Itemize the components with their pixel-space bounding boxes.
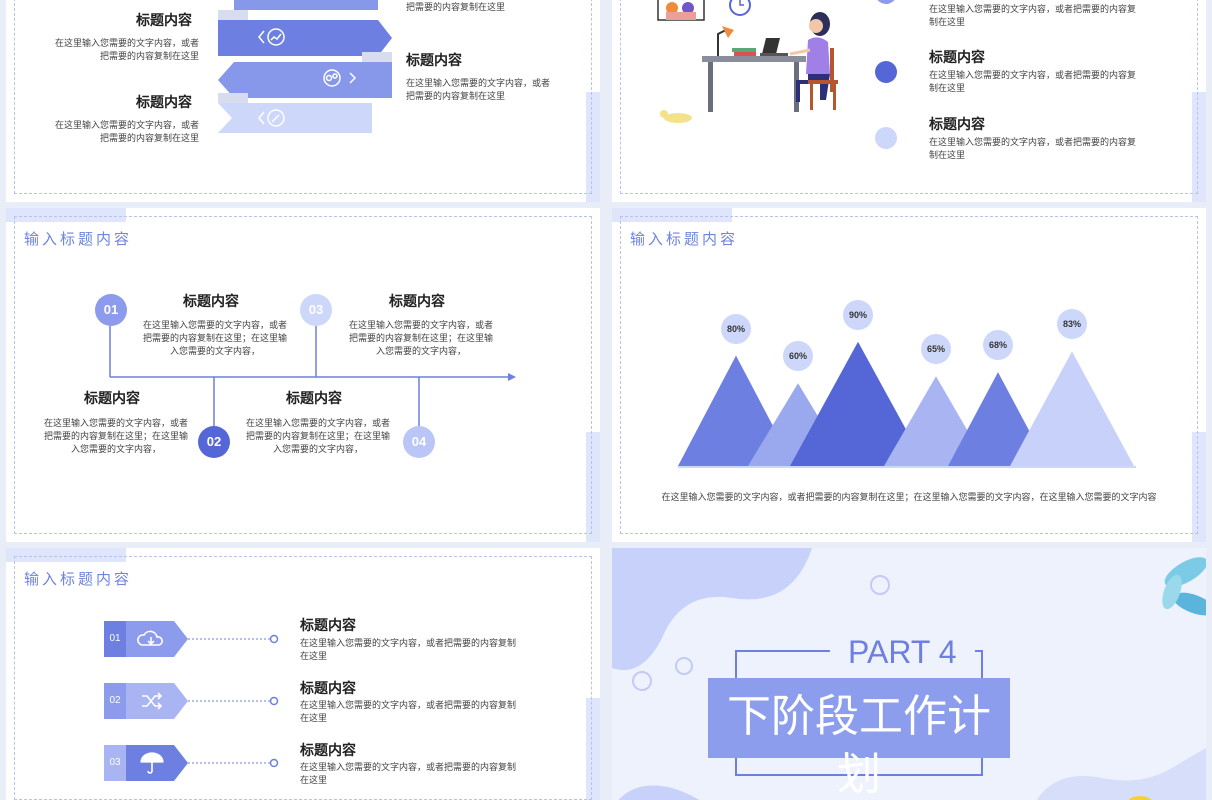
- timeline-node-1: 01: [95, 294, 127, 326]
- pencil-icon: [258, 109, 285, 127]
- slide-timeline: 输入标题内容 01 02 03 04 标题内容 在这里输入您需要的文字内容，或者…: [6, 208, 600, 542]
- arrow-step-3: [218, 103, 372, 133]
- timeline-text-4: 在这里输入您需要的文字内容，或者把需要的内容复制在这里；在这里输入您需要的文字内…: [245, 418, 390, 454]
- slide-arrow-steps: 标题内容 在这里输入您需要的文字内容，或者把需要的内容复制在这里 标题内容 在这…: [6, 0, 600, 202]
- timeline-title-4: 标题内容: [286, 390, 342, 406]
- list-text-3: 在这里输入您需要的文字内容，或者把需要的内容复制在这里: [929, 137, 1137, 160]
- list-title-1: 标题内容: [300, 617, 356, 633]
- corner-decoration: [586, 432, 600, 542]
- gears-icon: [323, 69, 357, 87]
- list-title-3: 标题内容: [929, 116, 985, 132]
- mountain-peak-3: [790, 341, 926, 466]
- list-text-3: 在这里输入您需要的文字内容，或者把需要的内容复制在这里: [300, 762, 517, 785]
- corner-decoration: [586, 698, 600, 800]
- arrow-step-2: [218, 62, 392, 98]
- slide-illustration-list: 在这里输入您需要的文字内容，或者把需要的内容复制在这里 标题内容 在这里输入您需…: [612, 0, 1206, 202]
- list-dot-2: [875, 61, 897, 83]
- arrow-step-0: [234, 0, 378, 10]
- data-label-5: 68%: [983, 330, 1013, 361]
- step-text-right-1: 在这里输入您需要的文字内容，或者把需要的内容复制在这里: [406, 78, 551, 101]
- step-title-left-1: 标题内容: [136, 12, 192, 28]
- slide-section-cover: PART 4 下阶段工作计划: [612, 548, 1206, 800]
- data-label-2: 60%: [783, 341, 813, 372]
- section-title: 输入标题内容: [24, 571, 133, 588]
- list-title-2: 标题内容: [929, 49, 985, 65]
- mountain-chart: [678, 341, 1136, 468]
- timeline-node-2: 02: [198, 426, 230, 458]
- mountain-peak-6: [1010, 351, 1134, 466]
- step-title-left-2: 标题内容: [136, 94, 192, 110]
- list-text-2: 在这里输入您需要的文字内容，或者把需要的内容复制在这里: [300, 700, 517, 723]
- corner-decoration: [6, 208, 126, 222]
- timeline-node-4: 04: [403, 426, 435, 458]
- data-label-3: 90%: [843, 299, 873, 330]
- slide-mountain-chart: 输入标题内容 80% 60% 90% 65% 68% 83% 在这里输入您需要的文字内容，…: [612, 208, 1206, 542]
- cloud-download-icon: [137, 630, 163, 646]
- list-text-2: 在这里输入您需要的文字内容，或者把需要的内容复制在这里: [929, 70, 1137, 93]
- step-title-right-1: 标题内容: [406, 52, 462, 68]
- timeline-lines: [109, 326, 516, 428]
- cover-background: [612, 548, 1206, 800]
- step-text-left-1: 在这里输入您需要的文字内容，或者把需要的内容复制在这里: [54, 38, 199, 61]
- corner-decoration: [586, 92, 600, 202]
- timeline-text-1: 在这里输入您需要的文字内容，或者把需要的内容复制在这里；在这里输入您需要的文字内…: [142, 320, 287, 356]
- list-title-3: 标题内容: [300, 742, 356, 758]
- timeline-title-1: 标题内容: [183, 293, 239, 309]
- list-title-2: 标题内容: [300, 680, 356, 696]
- step-text-right-0: 在这里输入您需要的文字内容，或者把需要的内容复制在这里: [406, 2, 506, 12]
- umbrella-icon: [140, 752, 164, 774]
- cover-title: 下阶段工作计划: [727, 692, 991, 799]
- list-text-1: 在这里输入您需要的文字内容，或者把需要的内容复制在这里: [300, 638, 517, 661]
- data-label-4: 65%: [921, 334, 951, 365]
- section-title: 输入标题内容: [630, 231, 739, 248]
- slide-icon-list: 输入标题内容 01 02 03 标题内容 在这里输入您需要: [6, 548, 600, 800]
- corner-decoration: [6, 548, 126, 562]
- timeline-text-2: 在这里输入您需要的文字内容，或者把需要的内容复制在这里；在这里输入您需要的文字内…: [43, 418, 188, 454]
- part-label: PART 4: [830, 632, 975, 672]
- timeline-title-2: 标题内容: [84, 390, 140, 406]
- timeline-text-3: 在这里输入您需要的文字内容，或者把需要的内容复制在这里；在这里输入您需要的文字内…: [348, 320, 493, 356]
- list-number-1: 01: [109, 633, 121, 644]
- corner-decoration: [1192, 432, 1206, 542]
- chart-icon: [258, 28, 285, 46]
- corner-decoration: [612, 208, 732, 222]
- list-text-1: 在这里输入您需要的文字内容，或者把需要的内容复制在这里: [929, 4, 1137, 27]
- list-number-2: 02: [109, 695, 121, 706]
- chart-caption: 在这里输入您需要的文字内容，或者把需要的内容复制在这里；在这里输入您需要的文字内…: [661, 492, 1157, 502]
- list-number-3: 03: [109, 757, 121, 768]
- arrow-steps-graphic: [218, 0, 392, 133]
- arrow-step-1: [218, 20, 392, 56]
- list-dot-3: [875, 127, 897, 149]
- flower-decoration: [1162, 557, 1206, 616]
- section-title: 输入标题内容: [24, 231, 133, 248]
- shuffle-icon: [142, 692, 163, 710]
- list-tags-graphic: [104, 621, 279, 781]
- woman-at-desk-illustration: [657, 0, 838, 123]
- data-label-1: 80%: [721, 313, 751, 344]
- timeline-node-3: 03: [300, 294, 332, 326]
- data-label-6: 83%: [1057, 309, 1087, 340]
- corner-decoration: [1192, 92, 1206, 202]
- step-text-left-2: 在这里输入您需要的文字内容，或者把需要的内容复制在这里: [54, 120, 199, 143]
- list-dot-1: [875, 0, 897, 4]
- timeline-title-3: 标题内容: [389, 293, 445, 309]
